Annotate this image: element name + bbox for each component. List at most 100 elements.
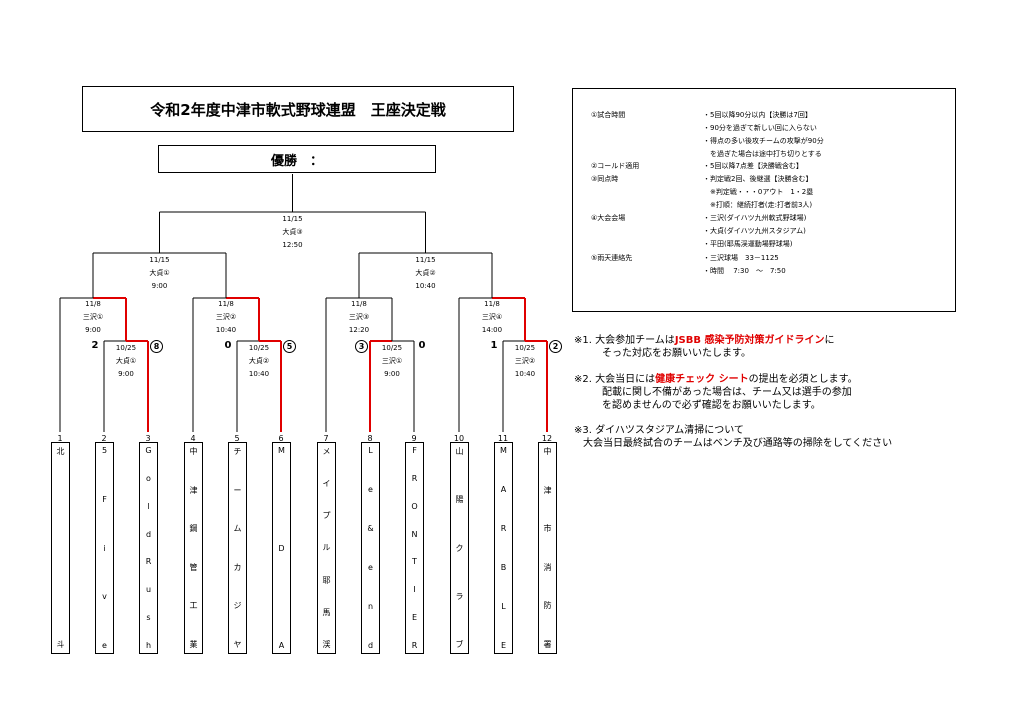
team-name-char: 斗 bbox=[56, 640, 65, 649]
first-match-date: 10/25 bbox=[514, 344, 536, 352]
rule-value: ・大貞(ダイハツ九州スタジアム) bbox=[703, 227, 806, 235]
team-name-char: R bbox=[411, 640, 418, 650]
quarter-match-time: 10:40 bbox=[215, 326, 237, 334]
winning-score: 3 bbox=[355, 340, 368, 353]
team-name-char: & bbox=[367, 524, 374, 533]
team-name-char: 消 bbox=[543, 562, 552, 572]
note-2: ※2. 大会当日には健康チェック シートの提出を必須とします。 bbox=[574, 374, 858, 385]
team-name-char: N bbox=[411, 529, 418, 539]
semi-match-time: 9:00 bbox=[151, 282, 168, 290]
tournament-title: 令和2年度中津市軟式野球連盟 王座決定戦 bbox=[82, 86, 514, 132]
rule-value: ・5回以降90分以内【決勝は7回】 bbox=[703, 111, 812, 119]
team-name-char: 陽 bbox=[455, 495, 464, 505]
team-name-char: ヤ bbox=[233, 639, 242, 649]
team-number: 1 bbox=[57, 434, 63, 443]
team-name-char: プ bbox=[322, 511, 331, 521]
team-name-char: v bbox=[102, 592, 107, 602]
team-number: 10 bbox=[453, 434, 465, 443]
team-name-box: 山陽クラブ bbox=[450, 442, 469, 654]
winning-score: 8 bbox=[150, 340, 163, 353]
team-name-char: 管 bbox=[189, 562, 198, 572]
team-name-char: 渓 bbox=[322, 639, 331, 649]
team-name-char: G bbox=[145, 446, 152, 455]
team-name-char: L bbox=[368, 446, 373, 455]
team-name-char: 馬 bbox=[322, 607, 331, 617]
team-name-char: 5 bbox=[101, 446, 108, 455]
team-name-char: D bbox=[278, 543, 285, 553]
team-name-char: l bbox=[147, 501, 150, 511]
first-match-date: 10/25 bbox=[248, 344, 270, 352]
team-name-char: ル bbox=[322, 543, 331, 553]
note-2-line2: 配載に関し不備があった場合は、チーム又は選手の参加 bbox=[602, 387, 852, 398]
score: 0 bbox=[224, 340, 232, 351]
quarter-match-venue: 三沢③ bbox=[348, 313, 370, 321]
team-name-char: R bbox=[145, 557, 152, 567]
first-match-venue: 大貞① bbox=[115, 357, 137, 365]
team-name-char: 津 bbox=[189, 485, 198, 495]
team-name-char: F bbox=[412, 446, 417, 455]
quarter-match-date: 11/8 bbox=[484, 300, 500, 308]
rules-box: ①試合時間・5回以降90分以内【決勝は7回】・90分を過ぎて新しい回に入らない・… bbox=[572, 88, 956, 312]
semi-match-date: 11/15 bbox=[415, 256, 436, 264]
team-name-char: 業 bbox=[189, 639, 198, 649]
quarter-match-time: 14:00 bbox=[481, 326, 503, 334]
team-name-char: d bbox=[145, 529, 152, 539]
quarter-match-date: 11/8 bbox=[85, 300, 101, 308]
quarter-match-venue: 三沢② bbox=[215, 313, 237, 321]
first-match-time: 10:40 bbox=[248, 370, 270, 378]
team-name-char: 市 bbox=[543, 524, 552, 534]
semi-match-date: 11/15 bbox=[149, 256, 170, 264]
team-name-char: e bbox=[102, 641, 107, 650]
team-name-char: 中 bbox=[543, 447, 552, 456]
winner-box: 優勝 ： bbox=[158, 145, 436, 173]
team-name-char: L bbox=[501, 602, 506, 611]
team-name-box: 中津鋼管工業 bbox=[184, 442, 203, 654]
team-name-box: メイプル耶馬渓 bbox=[317, 442, 336, 654]
note-3: ※3. ダイハツスタジアム清掃について bbox=[574, 425, 744, 436]
team-name-box: チームカジヤ bbox=[228, 442, 247, 654]
score: 0 bbox=[418, 340, 426, 351]
first-match-date: 10/25 bbox=[381, 344, 403, 352]
team-name-char: ブ bbox=[455, 640, 464, 649]
team-name-char: 北 bbox=[56, 447, 65, 456]
first-match-venue: 三沢② bbox=[514, 357, 536, 365]
first-match-time: 9:00 bbox=[384, 370, 400, 378]
team-name-box: 北斗 bbox=[51, 442, 70, 654]
team-name-char: A bbox=[500, 485, 507, 494]
quarter-match-time: 9:00 bbox=[85, 326, 101, 334]
note-1-line2: そった対応をお願いいたします。 bbox=[602, 348, 751, 359]
team-name-char: o bbox=[146, 473, 151, 483]
team-name-char: ラ bbox=[455, 591, 464, 601]
team-name-char: ジ bbox=[233, 601, 242, 611]
rule-value: ※判定戦・・・0アウト 1・2塁 bbox=[703, 188, 814, 196]
semi-match-time: 10:40 bbox=[415, 282, 436, 290]
first-match-time: 10:40 bbox=[514, 370, 536, 378]
team-name-char: O bbox=[411, 501, 418, 511]
quarter-match-venue: 三沢① bbox=[82, 313, 104, 321]
quarter-match-date: 11/8 bbox=[351, 300, 367, 308]
first-match-time: 9:00 bbox=[118, 370, 134, 378]
rule-value: ・5回以降7点差【決勝戦含む】 bbox=[703, 162, 803, 170]
team-name-char: F bbox=[102, 494, 107, 504]
team-name-char: 鋼 bbox=[189, 524, 198, 534]
team-name-char: I bbox=[413, 585, 416, 595]
team-name-char: B bbox=[500, 563, 507, 572]
rule-value: ※打順：継続打者(走:打者前3人) bbox=[703, 201, 813, 209]
winning-score: 2 bbox=[549, 340, 562, 353]
team-number: 11 bbox=[497, 434, 509, 443]
quarter-match-time: 12:20 bbox=[348, 326, 370, 334]
first-match-venue: 三沢① bbox=[381, 357, 403, 365]
note-3-line2: 大会当日最終試合のチームはベンチ及び通路等の掃除をしてください bbox=[583, 438, 893, 449]
team-name-char: d bbox=[367, 641, 374, 650]
team-name-char: A bbox=[278, 641, 285, 650]
rule-value: ・三沢(ダイハツ九州軟式野球場) bbox=[703, 214, 807, 222]
rule-value: ・時間 7:30 ～ 7:50 bbox=[703, 267, 786, 275]
team-name-char: メ bbox=[322, 447, 331, 456]
rule-value: を過ぎた場合は途中打ち切りとする bbox=[703, 150, 822, 158]
